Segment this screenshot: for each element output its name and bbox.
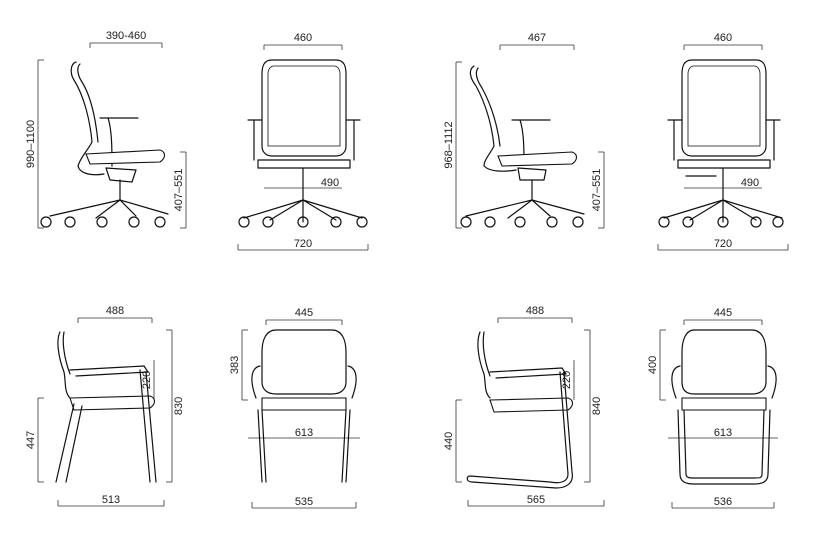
dim-back-width: 460 [714, 32, 732, 44]
view-task-chair-back: 460 490 720 [237, 32, 369, 251]
view-four-leg-chair-side: 488 830 220 447 513 [25, 305, 185, 507]
dim-back-width: 460 [294, 32, 312, 44]
dim-depth: 488 [106, 305, 124, 317]
view-mesh-chair-back: 460 490 720 [657, 32, 789, 251]
dim-seat-height: 447 [25, 431, 37, 449]
dim-base-width: 720 [714, 238, 732, 250]
view-mesh-chair-side: 467 968–1112 407–551 [443, 32, 605, 229]
dim-total-height: 990–1100 [25, 120, 37, 168]
dim-bottom-width: 565 [527, 494, 545, 506]
dim-seat-depth: 390-460 [106, 30, 146, 42]
dim-seat-width: 490 [321, 177, 339, 189]
view-four-leg-chair-front: 445 383 613 535 [229, 307, 360, 509]
view-cantilever-chair-side: 488 840 220 440 565 [443, 305, 605, 507]
view-task-chair-side: 390-460 990–1100 407–551 [25, 30, 187, 229]
dim-bottom-width: 535 [295, 496, 313, 508]
dim-total-height: 968–1112 [443, 121, 455, 168]
dim-seat-height: 407–551 [591, 169, 603, 212]
dim-seat-height: 440 [443, 432, 455, 450]
dim-arm-width: 613 [295, 427, 313, 439]
dim-depth: 488 [526, 305, 544, 317]
dim-total-height: 830 [173, 397, 185, 415]
dim-back-height: 400 [647, 356, 659, 374]
dim-bottom-width: 536 [714, 496, 732, 508]
view-cantilever-chair-front: 445 400 613 536 [647, 307, 778, 509]
dim-seat-width: 490 [741, 177, 759, 189]
dim-base-width: 720 [294, 238, 312, 250]
dim-back-width: 445 [295, 307, 313, 319]
dim-total-height: 840 [591, 397, 603, 415]
dim-arm-height: 220 [561, 371, 573, 389]
dim-bottom-width: 513 [102, 494, 120, 506]
dim-seat-depth: 467 [528, 32, 546, 44]
dim-back-width: 445 [714, 307, 732, 319]
dim-back-height: 383 [229, 356, 241, 374]
dim-arm-width: 613 [714, 427, 732, 439]
dim-seat-height: 407–551 [173, 169, 185, 212]
